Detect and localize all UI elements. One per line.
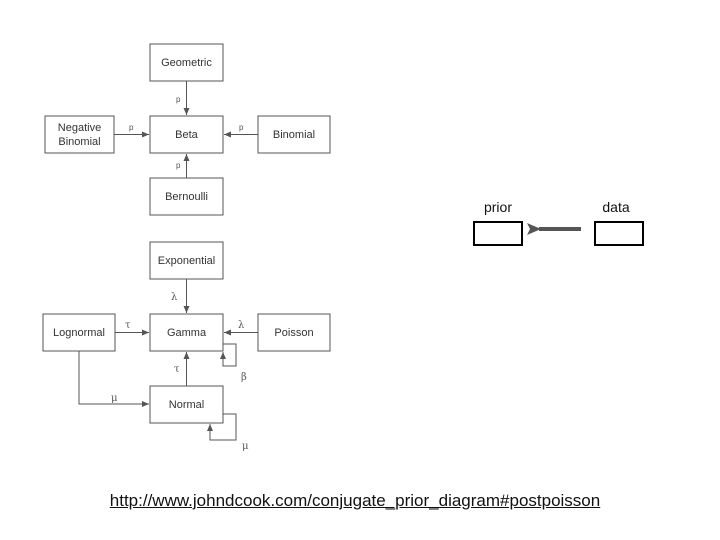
exponential-label: Exponential (158, 255, 216, 267)
lognormal-label: Lognormal (53, 327, 105, 339)
legend-prior-box (473, 221, 523, 246)
beta-label: Beta (175, 129, 199, 141)
geometric-label: Geometric (161, 57, 212, 69)
source-link[interactable]: http://www.johndcook.com/conjugate_prior… (109, 491, 601, 510)
legend-data-box (594, 221, 644, 246)
beta-node: Beta (149, 115, 224, 154)
exponential-edge-label: λ (171, 292, 178, 303)
legend: prior data (473, 199, 644, 246)
negbin-edge-label: p (129, 123, 134, 132)
normal-self-edge-label: μ (242, 441, 249, 452)
poisson-label: Poisson (274, 327, 313, 339)
normal-self-loop-arrow (207, 413, 237, 441)
binomial-node: Binomial (257, 115, 331, 154)
gamma-self-loop-arrow (220, 343, 237, 367)
legend-data-label: data (602, 199, 629, 215)
binomial-edge-label: p (239, 123, 244, 132)
lognormal-edge-label: τ (125, 320, 131, 331)
bernoulli-label: Bernoulli (165, 191, 208, 203)
bernoulli-node: Bernoulli (149, 177, 224, 216)
normal-node: Normal (149, 385, 224, 424)
exponential-node: Exponential (149, 241, 224, 280)
gamma-label: Gamma (167, 327, 207, 339)
negative-binomial-node: Negative Binomial (44, 115, 115, 154)
gamma-self-edge-label: β (241, 372, 247, 383)
poisson-node: Poisson (257, 313, 331, 352)
lognormal-node: Lognormal (42, 313, 116, 352)
negative-binomial-label-line2: Binomial (58, 136, 100, 148)
geometric-edge-label: p (176, 95, 181, 104)
binomial-label: Binomial (273, 129, 315, 141)
normal-label: Normal (169, 399, 204, 411)
lognormal-to-normal-arrow (78, 351, 149, 407)
gamma-node: Gamma (149, 313, 224, 352)
lognormal-to-normal-edge-label: μ (111, 393, 118, 404)
negative-binomial-label-line1: Negative (58, 122, 101, 134)
poisson-edge-label: λ (238, 320, 245, 331)
bernoulli-edge-label: p (176, 161, 181, 170)
geometric-node: Geometric (149, 43, 224, 82)
legend-prior-label: prior (484, 199, 512, 215)
normal-edge-label: τ (174, 364, 180, 375)
